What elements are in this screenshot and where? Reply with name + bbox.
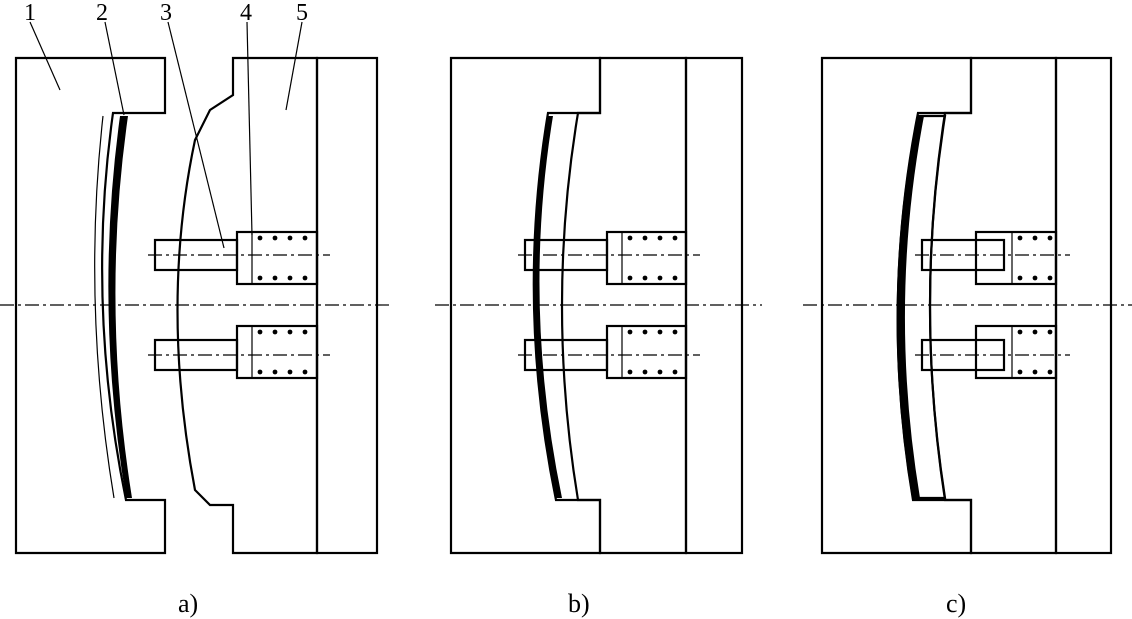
ejector-pins-a [148, 230, 330, 380]
ejector-pins-c [915, 230, 1070, 380]
caption-b: b) [568, 589, 590, 618]
break-lines-a2 [233, 57, 317, 554]
preform-gap-a [94, 115, 115, 499]
break-lines-a [15, 57, 165, 554]
right-mold-a [176, 56, 319, 555]
preform-sheet-b [533, 116, 562, 498]
right-mold-b [560, 56, 688, 555]
caption-a: a) [178, 589, 198, 618]
label-part-4: 4 [240, 0, 252, 26]
left-mold-a [14, 56, 167, 555]
view-a [14, 21, 379, 555]
label-part-2: 2 [96, 0, 108, 26]
label-part-1: 1 [24, 0, 36, 26]
leader-lines-a [29, 21, 303, 249]
caption-c: c) [946, 589, 966, 618]
label-part-5: 5 [296, 0, 308, 26]
view-b [449, 56, 744, 555]
preform-sheet-a [108, 116, 132, 498]
ejector-pins-b [518, 230, 700, 380]
label-part-3: 3 [160, 0, 172, 26]
formed-skin-c [897, 116, 924, 498]
